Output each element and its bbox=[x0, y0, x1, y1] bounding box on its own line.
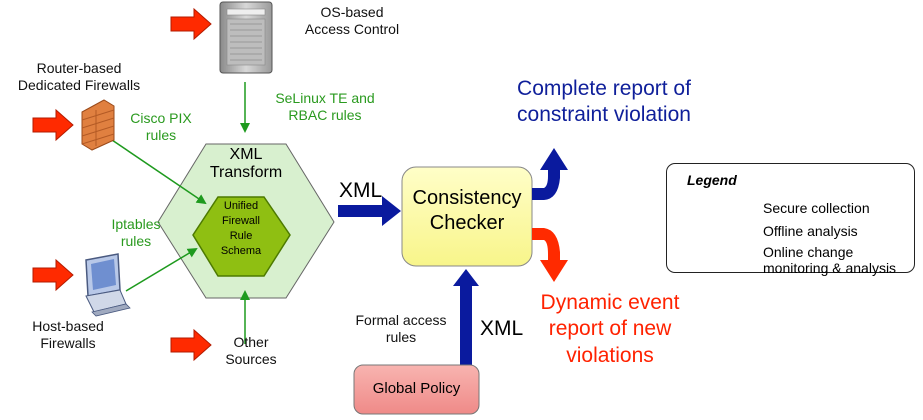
schema-line1: Unified bbox=[223, 200, 259, 212]
dynamic-report-label: Dynamic event report of new violations bbox=[525, 290, 695, 369]
complete-report-label: Complete report of constraint violation bbox=[504, 76, 704, 129]
global-policy-label: Global Policy bbox=[372, 380, 461, 397]
host-monitor-icon bbox=[85, 253, 131, 317]
unified-schema-hexagon bbox=[192, 196, 291, 277]
red-arrow-to-dynamic-report bbox=[532, 228, 568, 282]
legend-item-online: Online change monitoring & analysis bbox=[763, 244, 896, 276]
legend-offline-text: Offline analysis bbox=[763, 223, 858, 239]
legend-online-text1: Online change bbox=[763, 244, 854, 260]
checker-line1: Consistency bbox=[412, 187, 522, 209]
legend-item-offline: Offline analysis bbox=[763, 223, 858, 239]
label-router-based: Router-based Dedicated Firewalls bbox=[4, 60, 154, 94]
label-os-based: OS-based Access Control bbox=[282, 4, 422, 38]
router-based-line2: Dedicated Firewalls bbox=[17, 76, 141, 93]
complete-line2: constraint violation bbox=[517, 103, 691, 127]
iptables-line1: Iptables bbox=[111, 216, 161, 232]
selinux-line1: SeLinux TE and bbox=[275, 90, 375, 106]
label-other-sources: Other Sources bbox=[206, 334, 296, 368]
arrow-router-to-schema bbox=[111, 139, 207, 205]
legend-secure-text: Secure collection bbox=[763, 200, 870, 216]
formal-line2: rules bbox=[385, 328, 417, 345]
selinux-line2: RBAC rules bbox=[288, 106, 362, 123]
host-based-line2: Firewalls bbox=[40, 334, 96, 351]
cisco-line2: rules bbox=[145, 126, 177, 143]
legend-item-secure: Secure collection bbox=[763, 200, 870, 216]
xml-label-to-checker: XML bbox=[339, 179, 383, 202]
checker-line2: Checker bbox=[429, 212, 505, 234]
consistency-checker-label: Consistency Checker bbox=[402, 186, 532, 236]
formal-line1: Formal access bbox=[355, 312, 447, 328]
cisco-line1: Cisco PIX bbox=[130, 110, 192, 126]
transform-line2: Transform bbox=[209, 164, 283, 182]
other-line2: Sources bbox=[225, 350, 277, 367]
dynamic-line1: Dynamic event bbox=[540, 291, 680, 314]
red-arrow-host bbox=[32, 258, 74, 292]
router-based-line1: Router-based bbox=[36, 60, 122, 76]
iptables-line2: rules bbox=[120, 232, 152, 249]
other-line1: Other bbox=[233, 334, 269, 350]
xml-transform-title: XML Transform bbox=[196, 146, 296, 183]
dynamic-line3: violations bbox=[566, 343, 654, 367]
consistency-checker-box bbox=[401, 166, 533, 267]
legend: Legend Secure collection Offline analysi… bbox=[666, 163, 915, 276]
os-based-line2: Access Control bbox=[304, 20, 400, 37]
schema-line4: Schema bbox=[220, 244, 262, 257]
legend-title: Legend bbox=[687, 172, 737, 188]
label-selinux-rules: SeLinux TE and RBAC rules bbox=[250, 90, 400, 124]
arrow-host-to-schema bbox=[125, 247, 198, 292]
transform-line1: XML bbox=[229, 146, 263, 163]
label-host-based: Host-based Firewalls bbox=[18, 318, 118, 352]
global-policy-box bbox=[353, 364, 480, 415]
os-based-line1: OS-based bbox=[320, 4, 384, 20]
xml-label-from-policy: XML bbox=[480, 317, 524, 340]
blue-arrow-to-complete-report bbox=[532, 148, 568, 200]
red-arrow-os bbox=[170, 7, 212, 41]
schema-line3: Rule bbox=[229, 229, 253, 242]
complete-line1: Complete report of bbox=[517, 77, 691, 100]
blue-arrow-xml-to-checker bbox=[338, 196, 401, 226]
red-arrow-other bbox=[170, 328, 212, 362]
formal-access-rules-label: Formal access rules bbox=[340, 312, 462, 346]
legend-online-text2: monitoring & analysis bbox=[763, 260, 897, 277]
red-arrow-router bbox=[32, 108, 74, 142]
host-based-line1: Host-based bbox=[32, 318, 104, 334]
dynamic-line2: report of new bbox=[548, 317, 672, 341]
label-cisco-rules: Cisco PIX rules bbox=[116, 110, 206, 144]
unified-schema-label: Unified Firewall Rule Schema bbox=[206, 199, 276, 258]
label-iptables-rules: Iptables rules bbox=[96, 216, 176, 250]
router-firewall-icon bbox=[81, 99, 115, 151]
blue-arrow-policy-to-checker bbox=[453, 269, 479, 366]
schema-line2: Firewall bbox=[222, 214, 260, 227]
os-server-icon bbox=[219, 1, 273, 74]
